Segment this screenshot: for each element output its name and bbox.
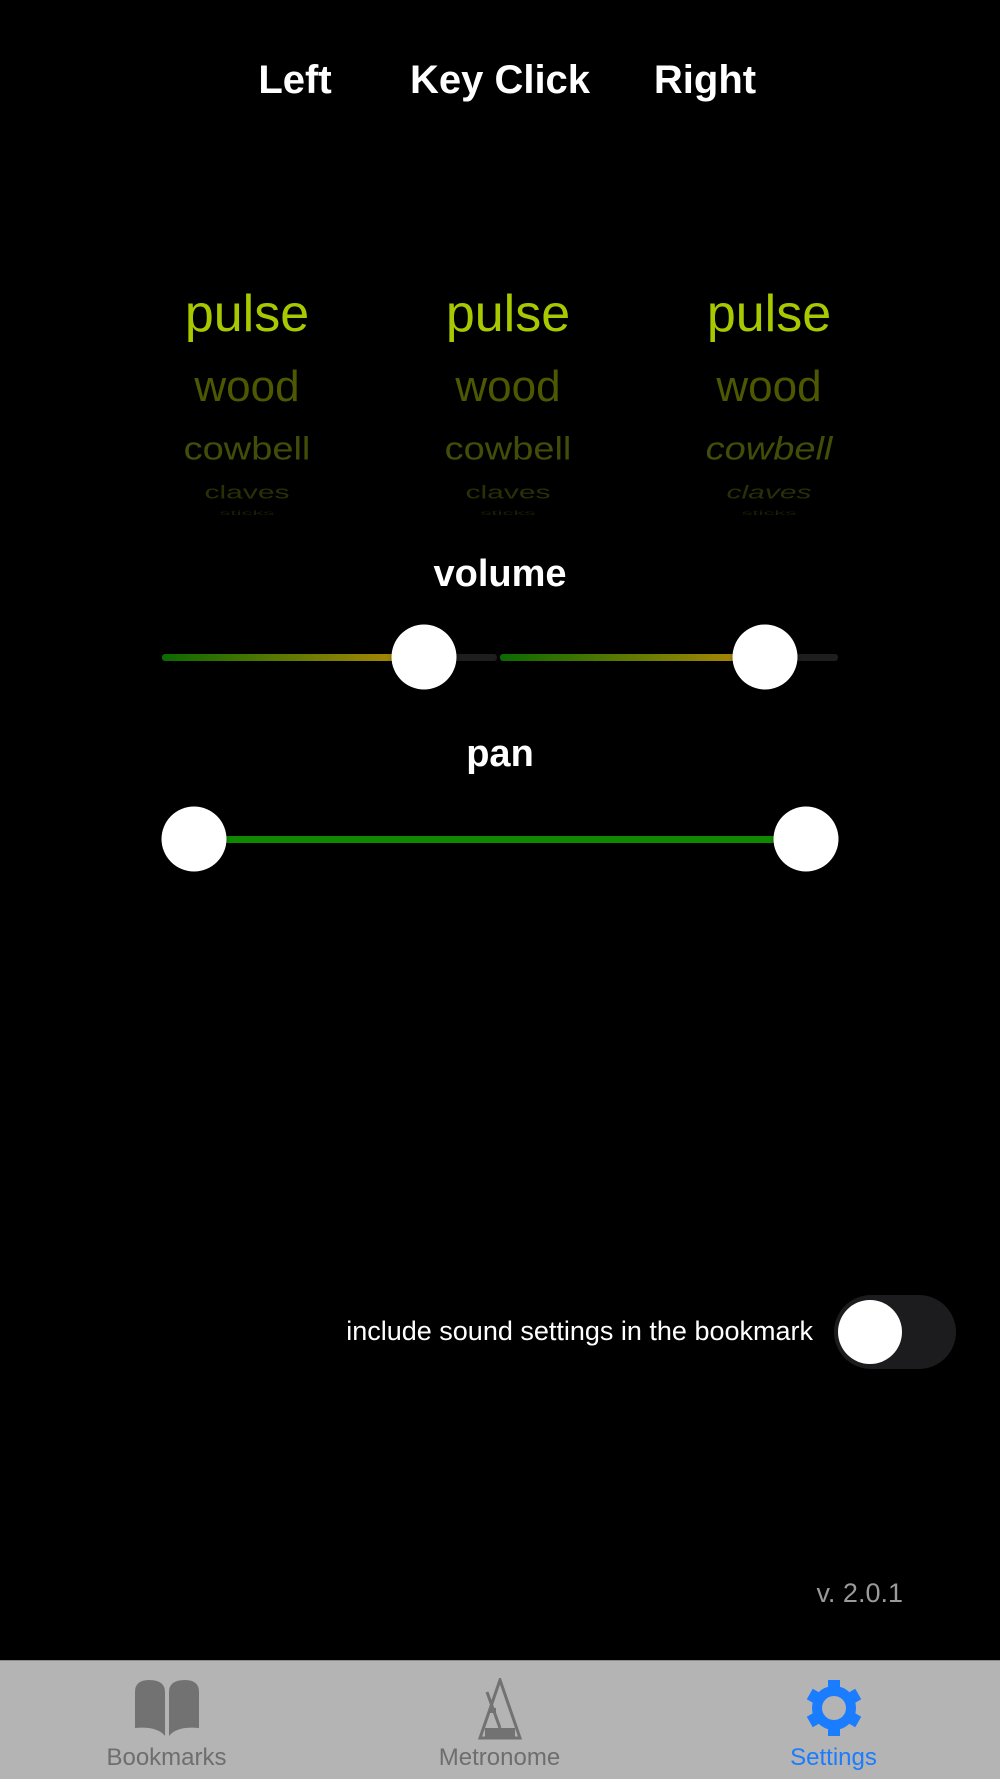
picker-item[interactable]: wood <box>194 362 300 411</box>
picker-item[interactable]: claves <box>204 482 290 503</box>
slider-fill <box>162 654 425 661</box>
picker-item[interactable]: sticks <box>219 509 275 517</box>
right-volume-slider[interactable] <box>500 624 838 690</box>
key-click-heading: Key Click <box>409 58 591 102</box>
include-sound-settings-toggle[interactable] <box>834 1295 956 1369</box>
tab-label: Settings <box>790 1744 877 1771</box>
toggle-knob <box>838 1300 902 1364</box>
left-sound-picker[interactable]: pulse wood cowbell claves sticks <box>127 280 367 525</box>
slider-fill <box>500 654 765 661</box>
volume-label: volume <box>433 553 567 595</box>
tab-metronome[interactable]: Metronome <box>333 1660 666 1778</box>
picker-item[interactable]: cowbell <box>183 431 311 467</box>
picker-item[interactable]: claves <box>726 482 812 503</box>
pan-slider[interactable] <box>161 806 839 872</box>
picker-item[interactable]: wood <box>716 362 822 411</box>
gear-icon <box>806 1680 861 1736</box>
picker-item[interactable]: sticks <box>480 509 536 517</box>
bookmark-toggle-label: include sound settings in the bookmark <box>346 1316 813 1346</box>
pan-label: pan <box>466 733 534 775</box>
right-sound-picker[interactable]: pulse wood cowbell claves sticks <box>649 280 889 525</box>
tab-label: Metronome <box>438 1744 561 1771</box>
picker-item[interactable]: sticks <box>741 509 797 517</box>
picker-item-selected[interactable]: pulse <box>184 285 310 343</box>
picker-item[interactable]: cowbell <box>444 431 572 467</box>
pan-left-thumb[interactable] <box>161 806 227 872</box>
left-volume-slider[interactable] <box>162 624 497 690</box>
picker-item-selected[interactable]: pulse <box>445 285 571 343</box>
tab-settings[interactable]: Settings <box>667 1660 1000 1778</box>
picker-item[interactable]: cowbell <box>705 431 833 467</box>
right-channel-heading: Right <box>653 58 757 102</box>
metronome-icon <box>477 1678 522 1740</box>
pan-range-fill <box>194 836 806 843</box>
slider-thumb[interactable] <box>391 624 457 690</box>
book-icon <box>134 1680 199 1736</box>
tab-bookmarks[interactable]: Bookmarks <box>0 1660 333 1778</box>
slider-thumb[interactable] <box>732 624 798 690</box>
left-channel-heading: Left <box>258 58 332 102</box>
key-click-sound-picker[interactable]: pulse wood cowbell claves sticks <box>388 280 628 525</box>
picker-item-selected[interactable]: pulse <box>706 285 832 343</box>
picker-item[interactable]: claves <box>465 482 551 503</box>
tab-label: Bookmarks <box>106 1744 227 1771</box>
version-label: v. 2.0.1 <box>816 1578 903 1608</box>
pan-right-thumb[interactable] <box>773 806 839 872</box>
picker-item[interactable]: wood <box>455 362 561 411</box>
